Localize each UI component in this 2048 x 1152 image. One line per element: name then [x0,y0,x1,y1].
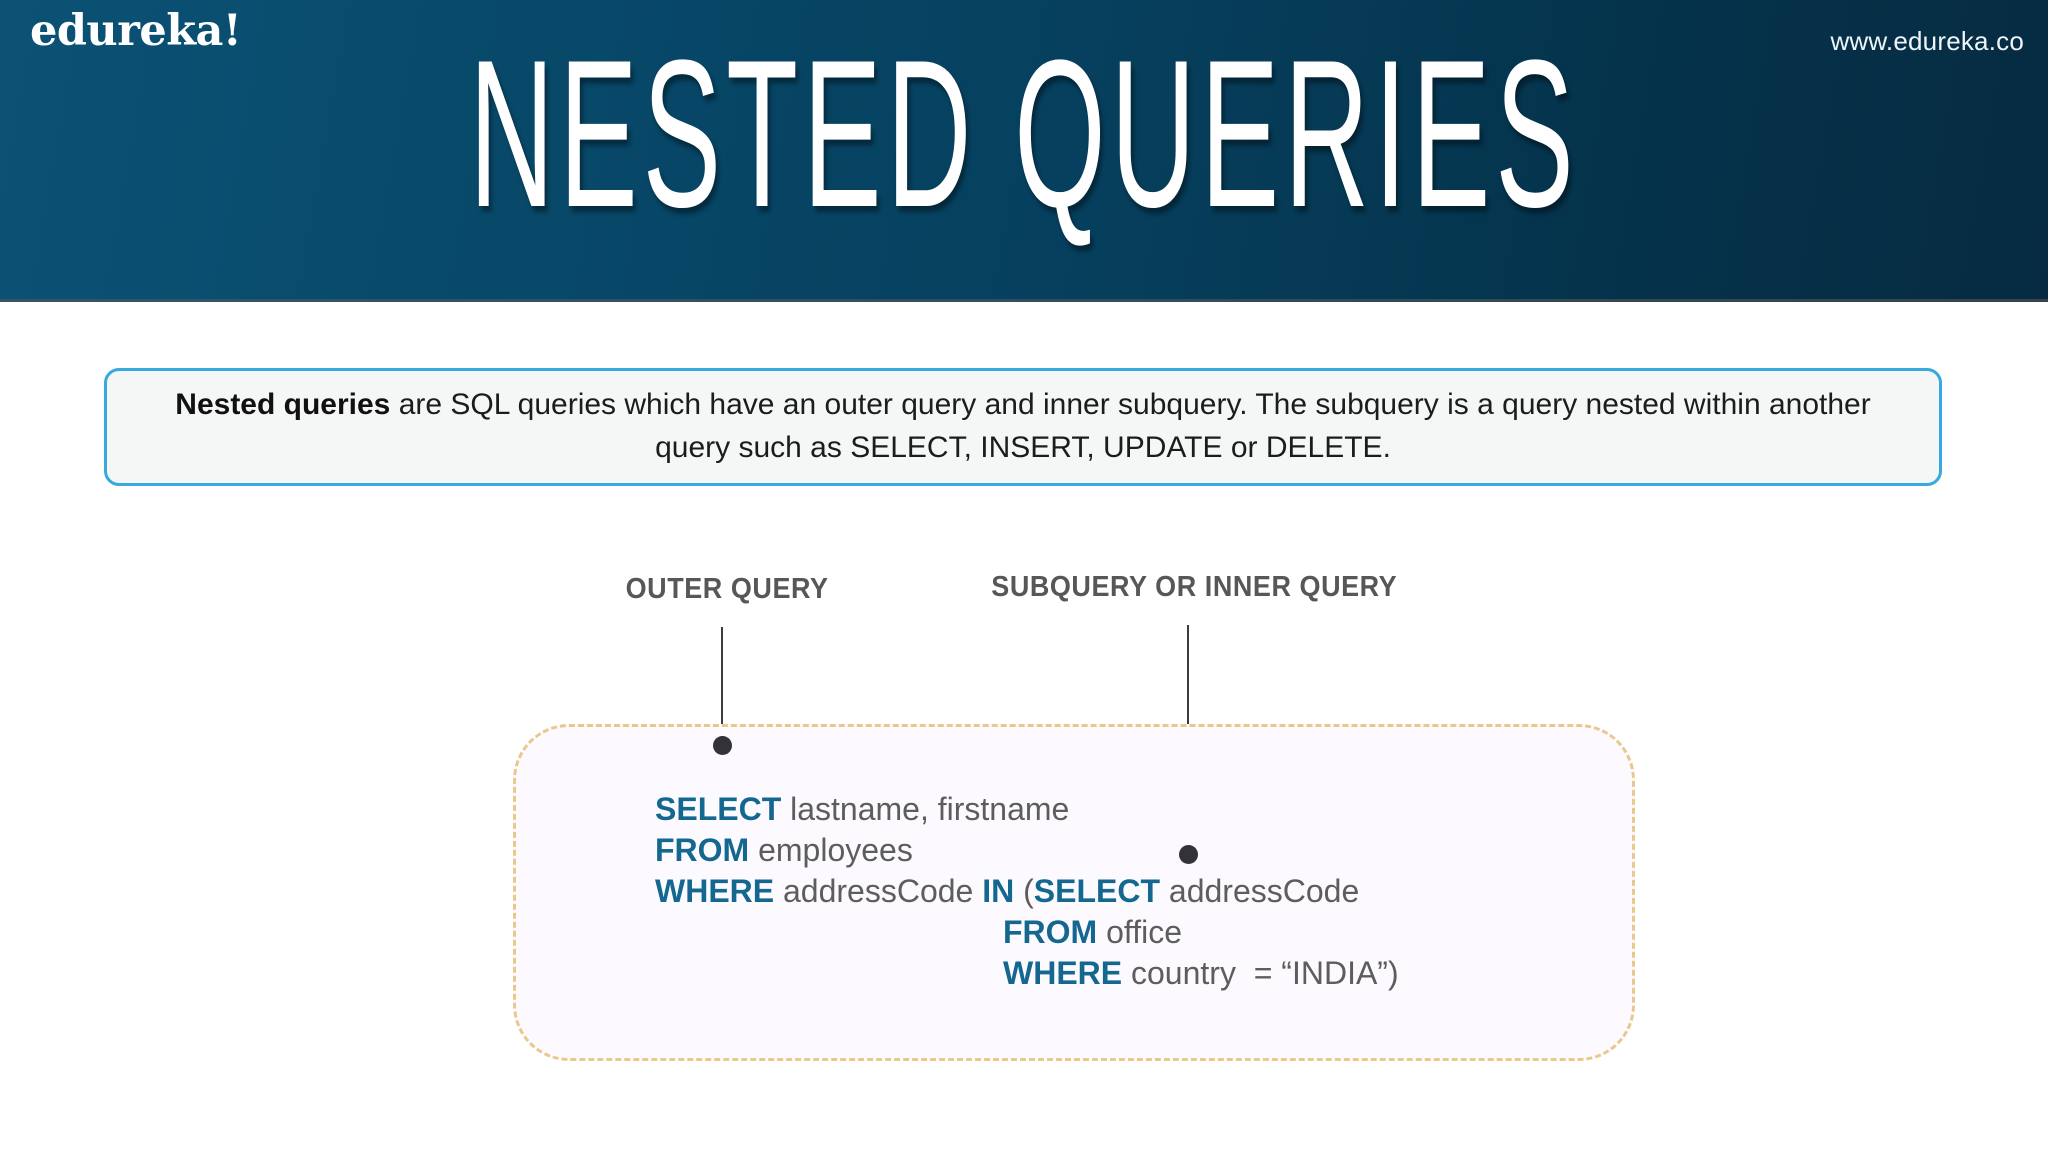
sql-line: SELECT lastname, firstname [655,789,1399,830]
sql-line: WHERE country = “INDIA”) [655,953,1399,994]
leader-dot-outer-query [713,736,732,755]
sql-keyword: SELECT [1033,873,1161,909]
sql-keyword: WHERE [1003,955,1123,991]
sql-text: office [1097,914,1182,950]
sql-text: ( [1014,873,1034,909]
sql-keyword: IN [982,873,1015,909]
leader-dot-inner-query [1179,845,1198,864]
sql-text: addressCode [1160,873,1360,909]
site-url-text: www.edureka.co [1830,26,2024,56]
sql-keyword: FROM [655,832,750,868]
sql-text: lastname, firstname [781,791,1070,827]
sql-snippet-box [513,724,1635,1061]
sql-line: FROM employees [655,830,1399,871]
page-title: NESTED QUERIES [469,16,1579,251]
page-header: edureka! www.edureka.co NESTED QUERIES [0,0,2048,302]
sql-keyword: SELECT [655,791,782,827]
label-outer-query: OUTER QUERY [625,573,829,605]
label-subquery-inner-query: SUBQUERY OR INNER QUERY [991,571,1398,603]
sql-text: employees [749,832,913,868]
sql-line: WHERE addressCode IN (SELECT addressCode [655,871,1399,912]
definition-body: are SQL queries which have an outer quer… [390,388,1871,464]
sql-text: country = “INDIA”) [1122,955,1399,991]
leader-line-outer-query [721,627,723,743]
sql-keyword: WHERE [655,873,775,909]
sql-keyword: FROM [1003,914,1098,950]
definition-callout-box: Nested queries are SQL queries which hav… [104,368,1942,486]
edureka-logo: edureka! [30,6,242,56]
sql-text: addressCode [774,873,983,909]
sql-line: FROM office [655,912,1399,953]
definition-text: Nested queries are SQL queries which hav… [107,384,1939,469]
definition-lead-term: Nested queries [175,388,391,422]
